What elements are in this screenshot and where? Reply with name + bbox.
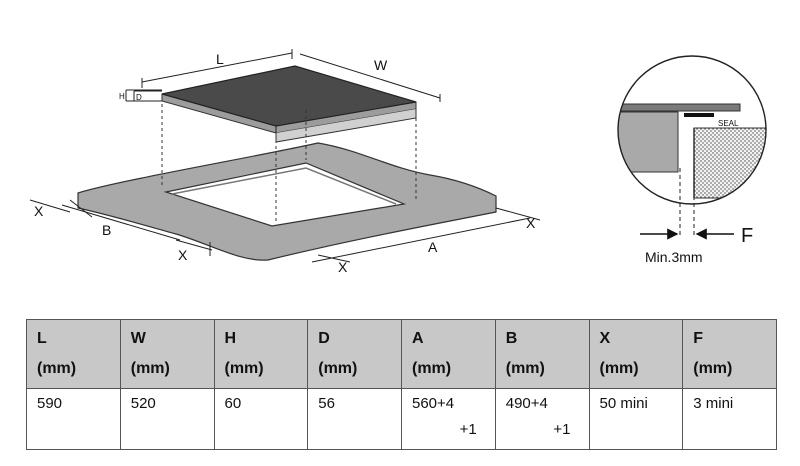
value-cell: 560+4+1 (401, 388, 496, 450)
header-cell: A(mm) (401, 319, 496, 389)
label-F: F (741, 225, 753, 247)
value-cell: 490+4+1 (494, 388, 590, 450)
value-cell: 56 (307, 388, 402, 450)
header-cell: F(mm) (682, 319, 777, 389)
header-cell: B(mm) (494, 319, 590, 389)
label-A: A (428, 239, 438, 255)
label-B: B (102, 222, 111, 238)
seal-detail (617, 55, 767, 240)
value-cell: 590 (26, 388, 121, 450)
label-D: D (136, 93, 142, 102)
label-W: W (374, 57, 388, 73)
label-X-right: X (526, 215, 536, 231)
label-X-bottom: X (338, 259, 348, 275)
dimension-lines (29, 49, 541, 263)
value-cell: 520 (119, 388, 215, 450)
label-seal: SEAL (718, 119, 739, 128)
value-cell: 50 mini (588, 388, 684, 450)
label-X-front: X (178, 247, 188, 263)
cutout (163, 162, 407, 227)
worktop (77, 142, 497, 261)
projection-lines (161, 104, 417, 222)
header-cell: D(mm) (307, 319, 402, 389)
table-value-row: 590 520 60 56 560+4+1 490+4+1 50 mini 3 … (26, 388, 777, 450)
label-L: L (216, 51, 224, 67)
value-cell: 60 (213, 388, 309, 450)
table-header-row: L(mm) W(mm) H(mm) D(mm) A(mm) B(mm) X(mm… (26, 319, 777, 389)
header-cell: L(mm) (26, 319, 121, 389)
header-cell: X(mm) (588, 319, 684, 389)
label-H: H (119, 92, 125, 101)
dimensions-table: L(mm) W(mm) H(mm) D(mm) A(mm) B(mm) X(mm… (26, 319, 777, 450)
hob (161, 65, 417, 143)
label-min: Min.3mm (645, 249, 703, 265)
installation-diagram: L W H D X B X X A X SEAL Min.3mm F (29, 49, 767, 275)
header-cell: W(mm) (119, 319, 215, 389)
header-cell: H(mm) (213, 319, 309, 389)
value-cell: 3 mini (682, 388, 777, 450)
label-X-left: X (34, 203, 44, 219)
